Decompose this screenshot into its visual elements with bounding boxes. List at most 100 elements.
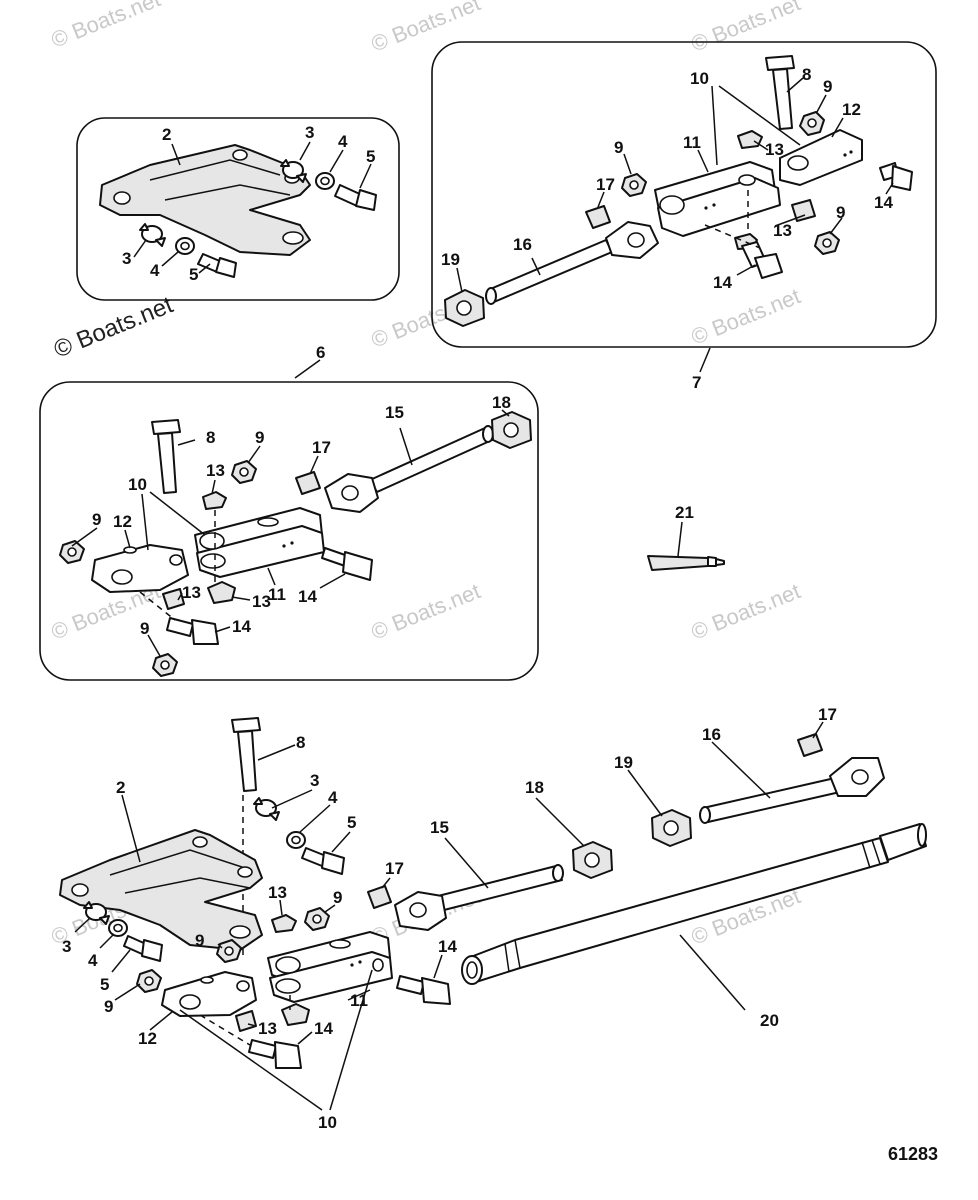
callout-label: 9 — [823, 77, 832, 96]
flanged-bushing — [271, 914, 297, 933]
leader-line — [359, 163, 372, 189]
inset-frame — [39, 381, 539, 681]
leader-line — [99, 933, 115, 949]
callout-label: 17 — [596, 175, 615, 194]
leader-line — [279, 899, 283, 916]
callout-label: 3 — [310, 771, 319, 790]
callout-label: 9 — [92, 510, 101, 529]
bolt — [741, 241, 783, 279]
clevis-link — [779, 129, 863, 186]
callout-label: 4 — [328, 788, 338, 807]
callout-label: 8 — [206, 428, 215, 447]
nut-hole — [224, 946, 234, 956]
bolt — [166, 617, 219, 645]
drawing-number: 61283 — [888, 1144, 938, 1164]
shoulder-bolt — [765, 55, 795, 130]
steering-tube — [461, 823, 927, 985]
leader-line — [531, 257, 541, 276]
nut-hole — [239, 467, 249, 477]
callout-label: 11 — [350, 991, 368, 1010]
callout-label: 14 — [232, 617, 251, 636]
callout-label: 9 — [836, 203, 845, 222]
callout-label: 16 — [702, 725, 721, 744]
clevis-link — [161, 971, 257, 1017]
callout-label: 12 — [842, 100, 861, 119]
flanged-bushing — [737, 130, 763, 149]
nut-hole — [663, 820, 679, 836]
flanged-bushing — [207, 581, 236, 604]
leader-line — [299, 804, 331, 833]
bolt — [123, 935, 163, 962]
leader-line — [433, 954, 443, 979]
nut-hole — [503, 422, 519, 438]
callout-label: 5 — [189, 265, 198, 284]
tab-washer — [280, 159, 307, 183]
bracket-hole — [282, 231, 304, 245]
leader-line — [149, 491, 206, 536]
bolt — [301, 847, 345, 875]
callout-label: 11 — [268, 585, 286, 604]
leader-line — [627, 769, 663, 817]
callout-label: 18 — [525, 778, 544, 797]
alignment-line — [139, 591, 176, 621]
callout-label: 12 — [113, 512, 132, 531]
leader-line — [247, 1023, 257, 1027]
flanged-bushing — [202, 491, 227, 510]
leader-line — [816, 94, 827, 113]
watermark: © Boats.net — [368, 578, 484, 644]
tie-rod-end — [394, 864, 564, 931]
alignment-line — [704, 224, 761, 249]
shoulder-bolt — [151, 419, 181, 494]
bolt — [879, 162, 913, 191]
clevis-link — [91, 544, 189, 593]
nut-hole — [629, 180, 639, 190]
washer-hole — [291, 835, 301, 845]
leader-line — [211, 479, 216, 495]
callout-label: 19 — [614, 753, 633, 772]
tab-washer — [83, 901, 110, 925]
callout-label: 15 — [430, 818, 449, 837]
leader-line — [147, 634, 161, 657]
leader-line — [149, 1011, 173, 1031]
watermark: © Boats.net — [688, 578, 804, 644]
bracket-ridge — [164, 184, 291, 201]
leader-line — [177, 439, 196, 446]
leader-line — [679, 934, 746, 1011]
leader-line — [456, 267, 463, 293]
callout-label: 8 — [296, 733, 305, 752]
nut-hole — [822, 238, 832, 248]
double-link — [267, 931, 393, 1003]
leader-line — [267, 567, 276, 586]
callout-label: 3 — [62, 937, 71, 956]
callout-label: 14 — [713, 273, 732, 292]
callout-label: 11 — [683, 133, 701, 152]
bolt — [197, 253, 237, 278]
leader-line — [71, 527, 98, 547]
leader-line — [309, 455, 319, 475]
leader-line — [829, 217, 843, 235]
leader-line — [299, 141, 311, 161]
leader-line — [786, 77, 804, 93]
callout-label: 6 — [316, 343, 325, 362]
callout-label: 9 — [255, 428, 264, 447]
flanged-bushing — [281, 1003, 310, 1026]
callout-label: 3 — [305, 123, 314, 142]
callout-label: 9 — [140, 619, 149, 638]
callout-label: 3 — [122, 249, 131, 268]
leader-line — [114, 983, 141, 1001]
leader-line — [217, 943, 223, 949]
bushing — [162, 588, 185, 610]
leader-line — [699, 347, 711, 373]
nut-hole — [160, 660, 170, 670]
callout-label: 4 — [88, 951, 98, 970]
tab-washer — [139, 223, 166, 247]
leader-line — [711, 741, 771, 799]
callout-label: 13 — [252, 592, 271, 611]
callout-label: 9 — [104, 997, 113, 1016]
callout-label: 5 — [347, 813, 356, 832]
leader-line — [753, 140, 769, 151]
bolt — [248, 1039, 302, 1069]
leader-line — [331, 831, 351, 853]
inset-box-link-kit-upper: 8 10 9 12 11 13 9 17 14 9 13 16 19 14 7 — [431, 41, 937, 392]
callout-label: 10 — [690, 69, 709, 88]
